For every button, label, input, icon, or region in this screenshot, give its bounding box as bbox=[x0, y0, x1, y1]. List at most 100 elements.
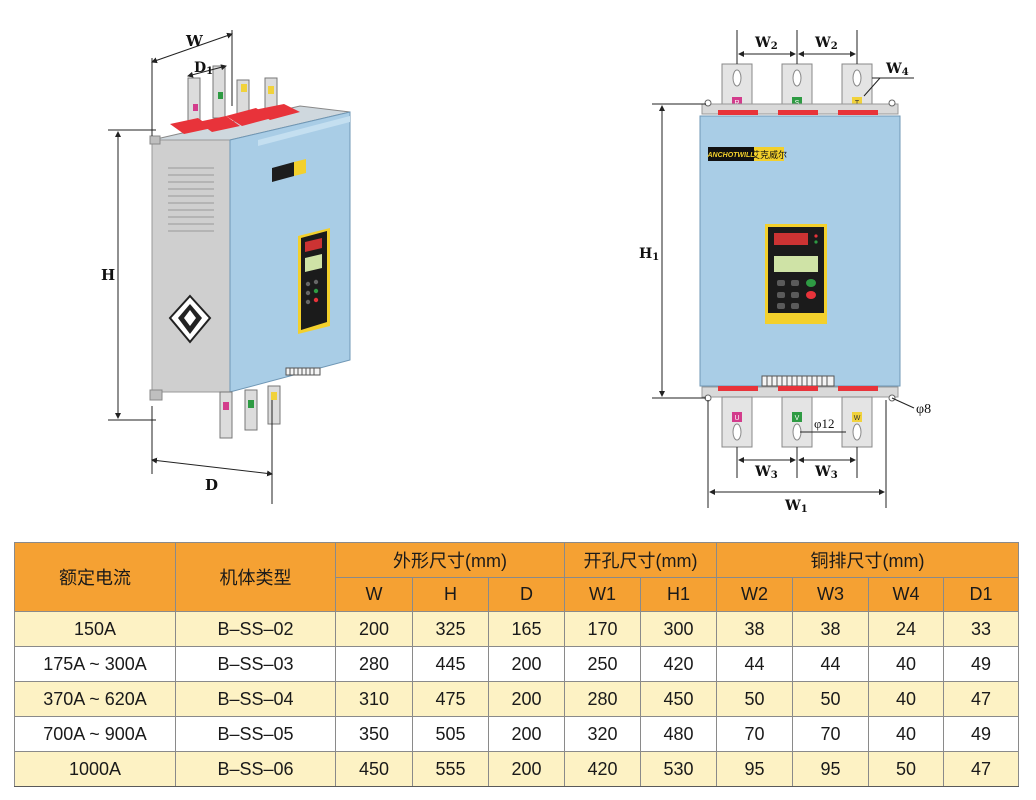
bottom-busbars-front: U V W bbox=[721, 396, 873, 448]
dimension-lines-iso bbox=[108, 30, 273, 504]
table-cell: 1000A bbox=[14, 751, 176, 787]
table-cell: 450 bbox=[639, 681, 718, 717]
sub-header-D1: D1 bbox=[943, 577, 1020, 612]
table-cell: 200 bbox=[488, 681, 565, 717]
sub-header-W4: W4 bbox=[868, 577, 945, 612]
sub-header-H1: H1 bbox=[639, 577, 718, 612]
table-cell: 49 bbox=[943, 646, 1020, 682]
table-cell: 50 bbox=[716, 681, 794, 717]
header-body-type: 机体类型 bbox=[175, 542, 336, 612]
table-cell: B–SS–02 bbox=[175, 611, 336, 647]
dim-H: H bbox=[101, 266, 115, 284]
dim-W3-left: W3 bbox=[754, 464, 778, 481]
dim-D: D bbox=[205, 476, 218, 494]
sub-header-W1: W1 bbox=[564, 577, 641, 612]
dim-D1: D1 bbox=[194, 60, 213, 77]
enclosure-side-face bbox=[151, 139, 231, 393]
table-cell: 24 bbox=[868, 611, 945, 647]
table-cell: 70 bbox=[716, 716, 794, 752]
isometric-device-view bbox=[149, 65, 351, 439]
table-cell: 445 bbox=[412, 646, 489, 682]
sub-header-H: H bbox=[412, 577, 489, 612]
table-cell: 47 bbox=[943, 681, 1020, 717]
table-cell: 505 bbox=[412, 716, 489, 752]
table-cell: 165 bbox=[488, 611, 565, 647]
table-cell: 280 bbox=[335, 646, 413, 682]
table-cell: 420 bbox=[564, 751, 641, 787]
table-cell: 95 bbox=[716, 751, 794, 787]
table-cell: 49 bbox=[943, 716, 1020, 752]
dimension-drawings: W D1 H D R S T ANCHOTWILL bbox=[101, 30, 931, 515]
dim-W2-left: W2 bbox=[754, 35, 778, 52]
header-hole-size: 开孔尺寸(mm) bbox=[563, 542, 718, 578]
table-cell: 50 bbox=[792, 681, 870, 717]
keypad-panel-front bbox=[765, 224, 827, 324]
terminal-insulators-iso bbox=[170, 104, 300, 134]
bottom-vent-iso bbox=[285, 367, 321, 376]
table-cell: 38 bbox=[716, 611, 794, 647]
table-cell: 38 bbox=[792, 611, 870, 647]
svg-text:ANCHOTWILL: ANCHOTWILL bbox=[706, 152, 754, 159]
table-cell: B–SS–06 bbox=[175, 751, 336, 787]
bottom-busbars-iso bbox=[219, 385, 281, 439]
side-vents bbox=[168, 167, 214, 232]
dimension-lines-front bbox=[652, 30, 915, 508]
dim-phi12: φ12 bbox=[814, 416, 835, 431]
top-busbars-iso bbox=[187, 65, 278, 123]
keypad-panel-iso bbox=[298, 228, 330, 334]
brand-logo-iso bbox=[272, 159, 306, 182]
header-rated-current: 额定电流 bbox=[14, 542, 176, 612]
table-cell: 44 bbox=[792, 646, 870, 682]
table-cell: B–SS–03 bbox=[175, 646, 336, 682]
table-cell: 310 bbox=[335, 681, 413, 717]
sub-header-W: W bbox=[335, 577, 413, 612]
table-cell: 200 bbox=[488, 751, 565, 787]
table-cell: 280 bbox=[564, 681, 641, 717]
table-cell: 33 bbox=[943, 611, 1020, 647]
terminal-V-label: V bbox=[795, 415, 800, 422]
table-cell: 420 bbox=[639, 646, 718, 682]
front-device-view: R S T ANCHOTWILL 艾克威尔 bbox=[699, 63, 901, 448]
dim-H1: H1 bbox=[639, 246, 659, 263]
table-cell: 475 bbox=[412, 681, 489, 717]
table-cell: 325 bbox=[412, 611, 489, 647]
table-cell: 200 bbox=[335, 611, 413, 647]
table-cell: 47 bbox=[943, 751, 1020, 787]
table-cell: 250 bbox=[564, 646, 641, 682]
table-cell: B–SS–04 bbox=[175, 681, 336, 717]
table-cell: 40 bbox=[868, 646, 945, 682]
table-cell: 555 bbox=[412, 751, 489, 787]
dim-phi8: φ8 bbox=[916, 402, 931, 417]
sub-header-W3: W3 bbox=[792, 577, 870, 612]
table-cell: 200 bbox=[488, 716, 565, 752]
table-cell: 70 bbox=[792, 716, 870, 752]
svg-text:艾克威尔: 艾克威尔 bbox=[751, 149, 787, 160]
table-cell: 300 bbox=[639, 611, 718, 647]
terminal-W-label: W bbox=[854, 415, 861, 422]
table-cell: 350 bbox=[335, 716, 413, 752]
bottom-vent-front bbox=[761, 375, 835, 387]
table-cell: 150A bbox=[14, 611, 176, 647]
table-cell: 200 bbox=[488, 646, 565, 682]
dim-W4: W4 bbox=[885, 61, 909, 78]
table-cell: 700A ~ 900A bbox=[14, 716, 176, 752]
dim-W: W bbox=[185, 32, 204, 50]
table-cell: 50 bbox=[868, 751, 945, 787]
table-cell: 480 bbox=[639, 716, 718, 752]
table-cell: B–SS–05 bbox=[175, 716, 336, 752]
warning-label-icon bbox=[168, 294, 212, 344]
enclosure-front-face bbox=[229, 111, 351, 393]
table-cell: 40 bbox=[868, 681, 945, 717]
table-cell: 320 bbox=[564, 716, 641, 752]
brand-logo-front: ANCHOTWILL 艾克威尔 bbox=[706, 147, 787, 161]
table-cell: 44 bbox=[716, 646, 794, 682]
sub-header-D: D bbox=[488, 577, 565, 612]
spec-table: 额定电流 机体类型 外形尺寸(mm) 开孔尺寸(mm) 铜排尺寸(mm) W H… bbox=[14, 542, 1020, 787]
sub-header-W2: W2 bbox=[716, 577, 794, 612]
